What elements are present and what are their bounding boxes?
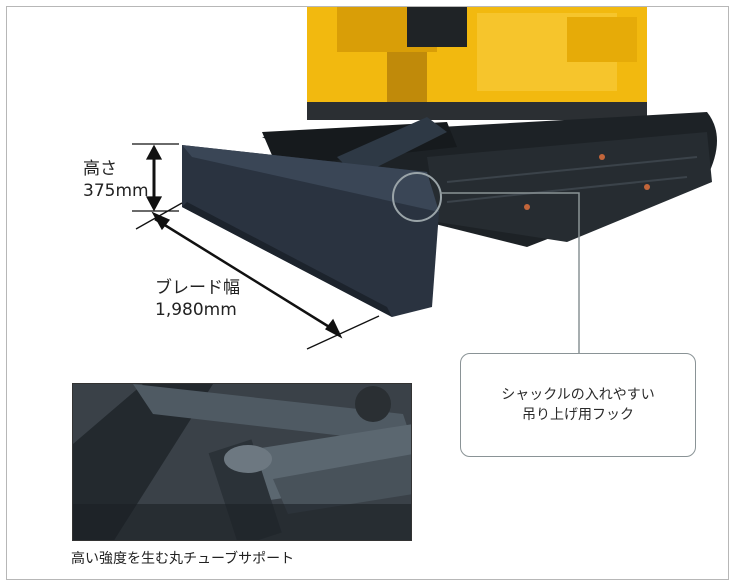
figure-frame: 高さ 375mm ブレード幅 1,980mm シャックルの入れやすい 吊り上げ用…	[6, 6, 729, 580]
height-dimension	[132, 143, 179, 212]
hook-callout-line1: シャックルの入れやすい	[501, 387, 655, 403]
tube-support-illustration	[73, 384, 411, 540]
dozer-blade	[182, 145, 439, 317]
hook-callout-box: シャックルの入れやすい 吊り上げ用フック	[460, 353, 696, 457]
excavator-body	[307, 7, 647, 120]
blade-width-title: ブレード幅	[155, 278, 240, 298]
height-label: 高さ 375mm	[83, 158, 149, 202]
blade-width-value: 1,980mm	[155, 300, 237, 320]
callout-leader-line	[440, 192, 580, 353]
height-label-title: 高さ	[83, 159, 117, 179]
tube-support-inset-photo	[72, 383, 412, 541]
height-label-value: 375mm	[83, 181, 149, 201]
width-dimension	[135, 202, 380, 350]
blade-width-label: ブレード幅 1,980mm	[155, 277, 240, 321]
blade-arm	[337, 117, 447, 177]
hook-callout-line2: 吊り上げ用フック	[522, 407, 634, 423]
inset-caption: 高い強度を生む丸チューブサポート	[71, 551, 295, 567]
hook-highlight-circle	[392, 172, 442, 222]
excavator-illustration	[132, 7, 717, 353]
